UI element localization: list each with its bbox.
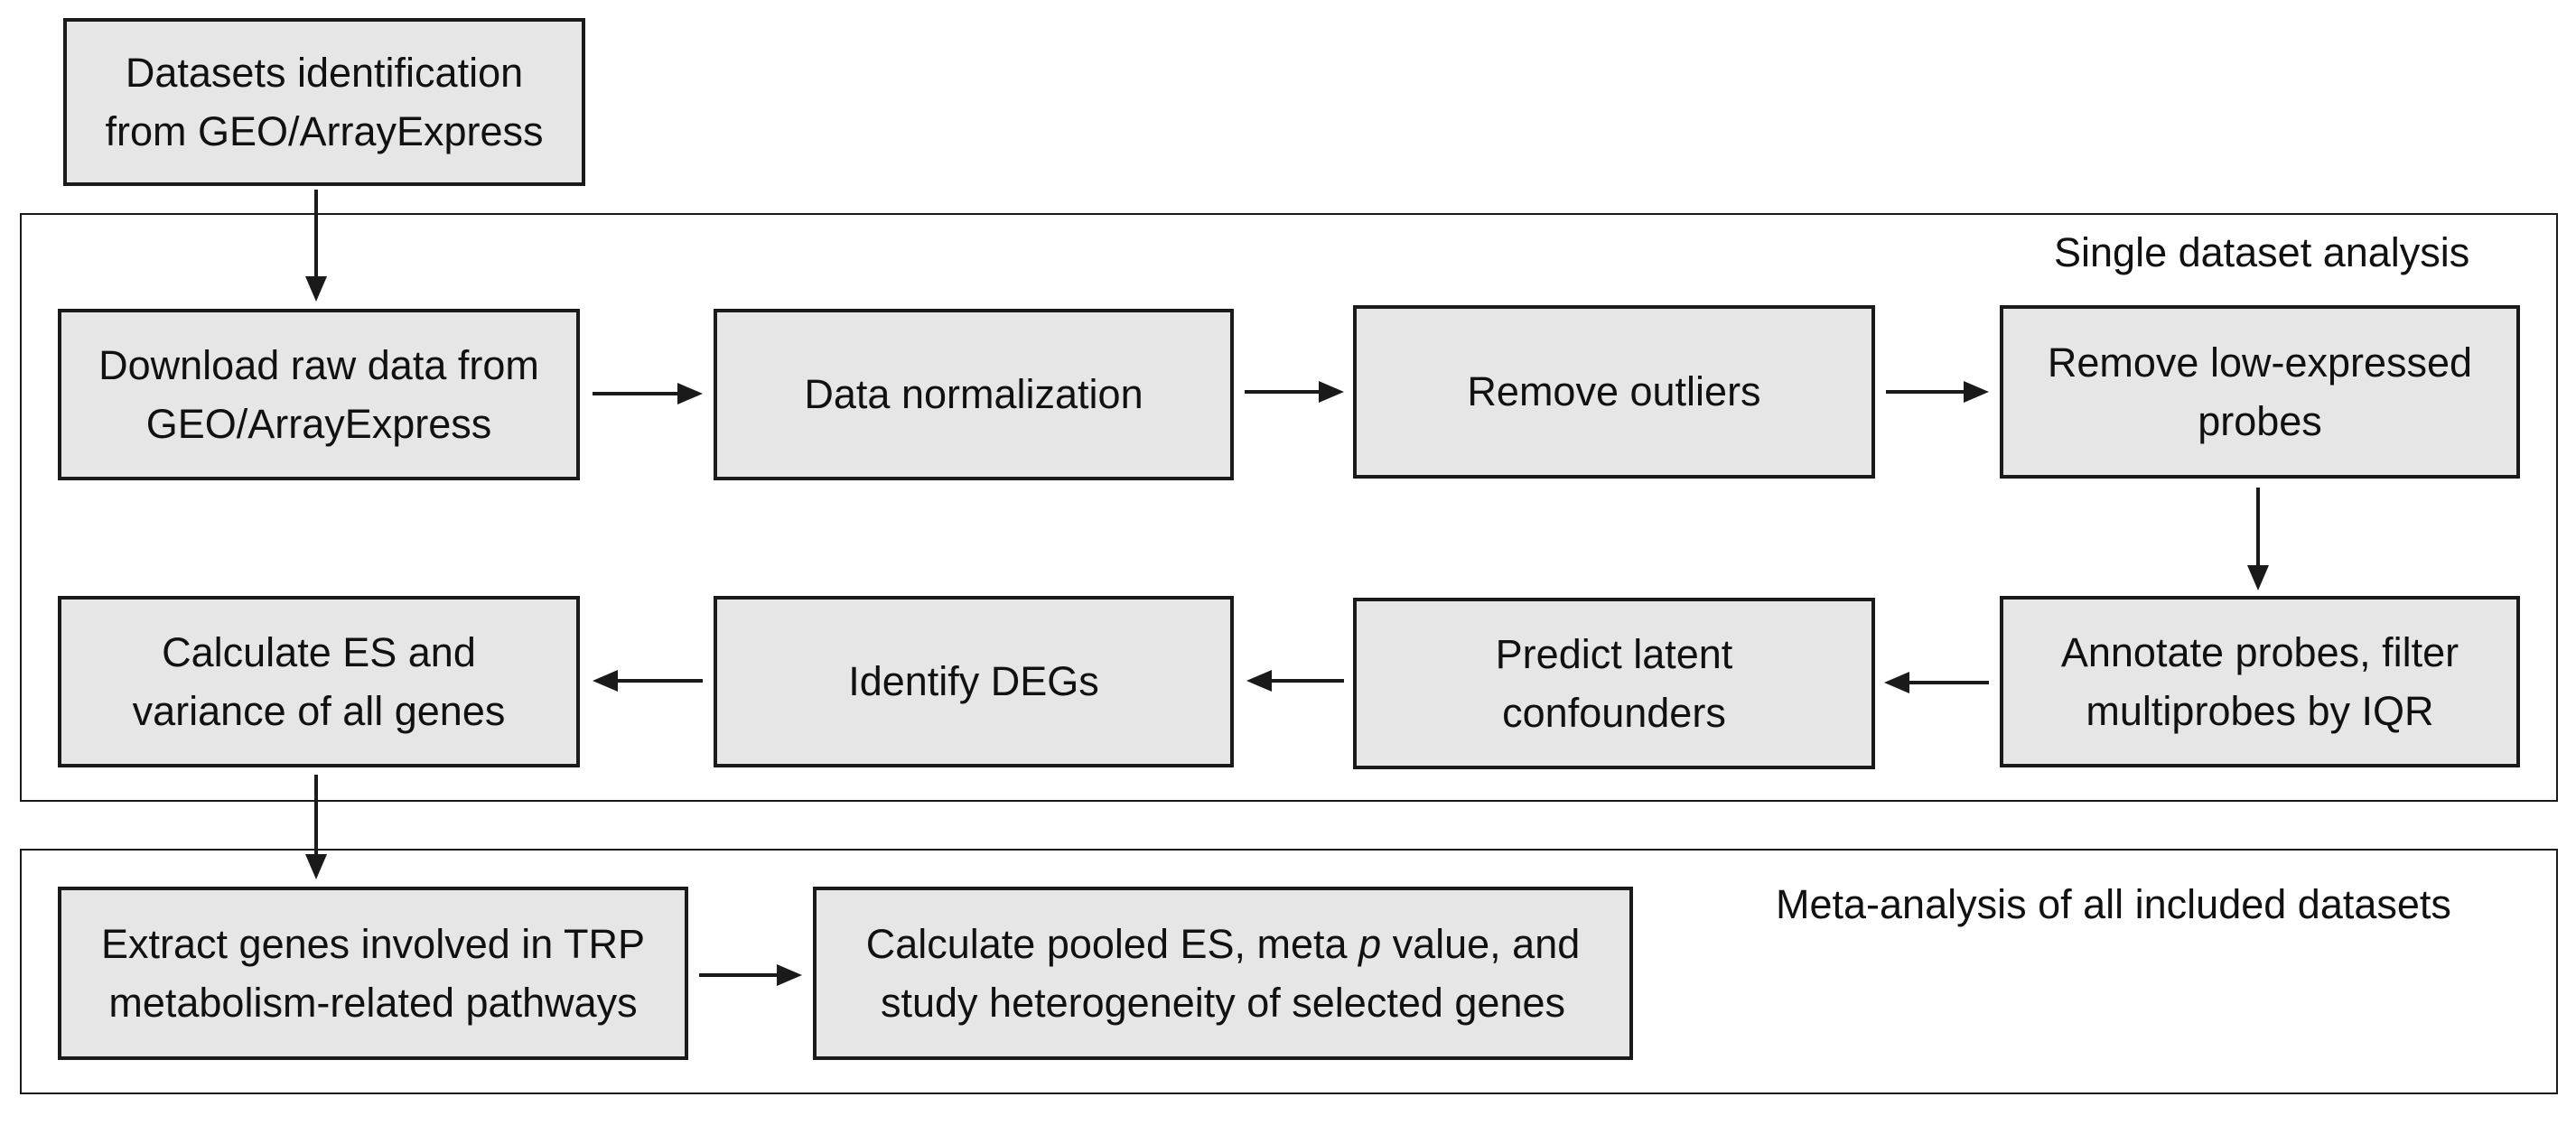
pooled-text-b: value, and bbox=[1381, 920, 1581, 967]
datasets-identification-box: Datasets identification from GEO/ArrayEx… bbox=[63, 18, 585, 186]
box-text-line: Annotate probes, filter bbox=[2060, 628, 2459, 675]
identify-degs-box: Identify DEGs bbox=[714, 596, 1234, 767]
remove-outliers-box: Remove outliers bbox=[1353, 305, 1875, 479]
box-text-line: Remove low-expressed bbox=[2047, 339, 2473, 386]
arrowhead bbox=[1964, 381, 1989, 403]
box-text-line: Calculate ES and bbox=[162, 628, 476, 675]
arrowhead bbox=[593, 670, 618, 692]
arrowhead bbox=[677, 383, 703, 404]
box-text-line: variance of all genes bbox=[132, 688, 506, 734]
arrowhead bbox=[1884, 672, 1909, 693]
box-text-line: study heterogeneity of selected genes bbox=[880, 980, 1565, 1026]
calculate-es-box: Calculate ES and variance of all genes bbox=[58, 596, 580, 767]
box-text-line: probes bbox=[2198, 398, 2322, 444]
box-text-line: Download raw data from bbox=[98, 341, 539, 388]
box-text-line: multiprobes by IQR bbox=[2086, 688, 2434, 734]
arrowhead bbox=[2247, 565, 2269, 590]
single-dataset-analysis-region bbox=[20, 213, 2558, 802]
box-text-line: Datasets identification bbox=[125, 49, 524, 96]
box-text-line: confounders bbox=[1502, 690, 1726, 736]
remove-low-expressed-box: Remove low-expressed probes bbox=[2000, 305, 2520, 479]
box-text-line: metabolism-related pathways bbox=[108, 980, 638, 1026]
pooled-text-a: Calculate pooled ES, meta bbox=[865, 920, 1359, 967]
box-text-line: Identify DEGs bbox=[848, 658, 1099, 705]
arrowhead bbox=[305, 276, 327, 302]
box-text-line: Predict latent bbox=[1495, 630, 1733, 677]
meta-analysis-region bbox=[20, 849, 2558, 1094]
box-text-line: Calculate pooled ES, meta p value, and bbox=[866, 915, 1581, 973]
predict-latent-confounders-box: Predict latent confounders bbox=[1353, 598, 1875, 769]
calculate-pooled-es-box: Calculate pooled ES, meta p value, and s… bbox=[813, 887, 1633, 1060]
box-text-line: Remove outliers bbox=[1467, 368, 1761, 415]
single-dataset-analysis-label: Single dataset analysis bbox=[2054, 229, 2470, 275]
box-text-line: Data normalization bbox=[804, 371, 1143, 418]
meta-analysis-label: Meta-analysis of all included datasets bbox=[1776, 881, 2451, 927]
arrowhead bbox=[1246, 670, 1272, 692]
annotate-probes-box: Annotate probes, filter multiprobes by I… bbox=[2000, 596, 2520, 767]
arrowhead bbox=[777, 964, 802, 986]
arrowhead bbox=[305, 854, 327, 879]
download-raw-data-box: Download raw data from GEO/ArrayExpress bbox=[58, 309, 580, 480]
box-text-line: Extract genes involved in TRP bbox=[101, 920, 645, 967]
arrowhead bbox=[1319, 381, 1344, 403]
box-text-line: GEO/ArrayExpress bbox=[145, 401, 492, 447]
box-text-line: from GEO/ArrayExpress bbox=[105, 108, 544, 154]
data-normalization-box: Data normalization bbox=[714, 309, 1234, 480]
extract-genes-box: Extract genes involved in TRP metabolism… bbox=[58, 887, 688, 1060]
p-symbol: p bbox=[1358, 920, 1382, 967]
